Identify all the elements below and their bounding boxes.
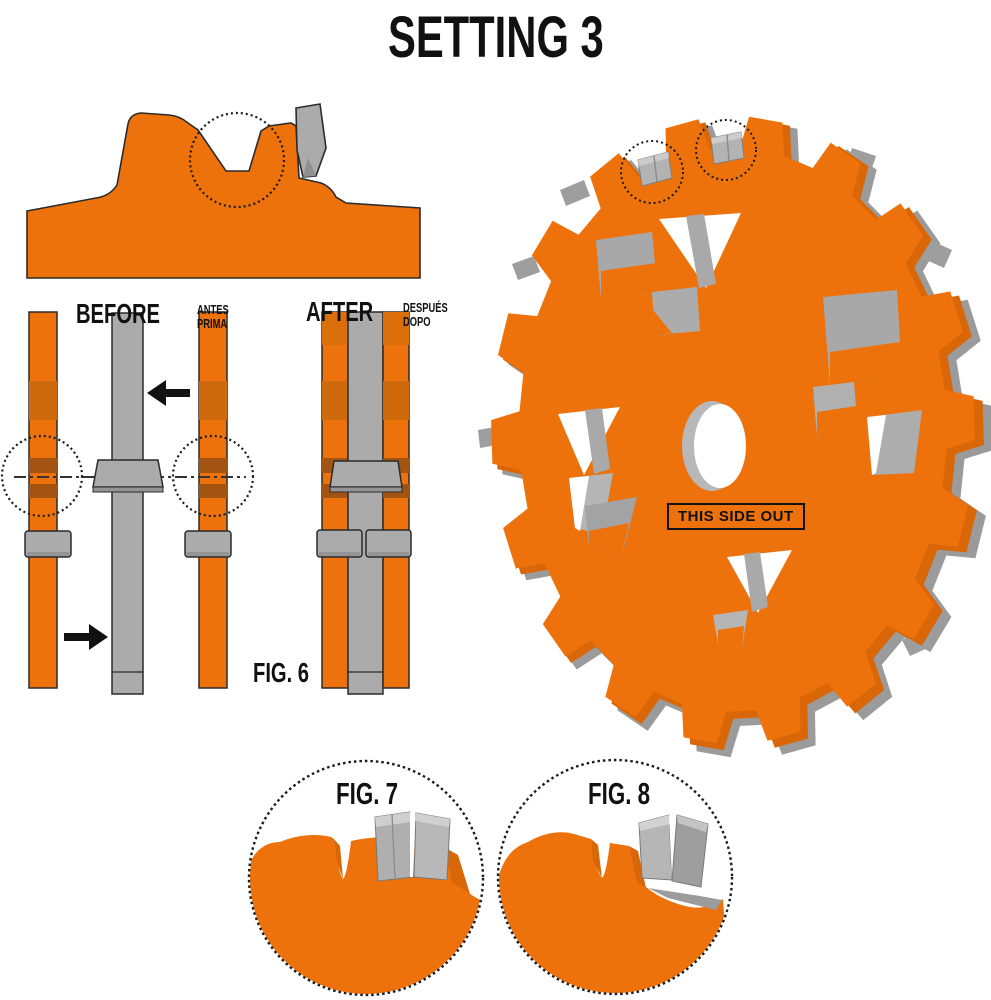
- rim-chipper-tooth-right: [710, 131, 745, 165]
- after-chipper-bar: [347, 311, 384, 695]
- chipper-tooth-facet: [303, 158, 316, 177]
- this-side-out-text: THIS SIDE OUT: [678, 508, 794, 525]
- before-sub-prima: PRIMA: [196, 315, 227, 331]
- fig7-caption: FIG. 7: [336, 776, 399, 811]
- before-label-group: BEFORE ANTES PRIMA: [76, 300, 241, 330]
- fig6-diagram: [0, 311, 412, 695]
- fig7-detail: [247, 759, 485, 997]
- wheel-dotted-circle-left: [620, 140, 684, 204]
- wheel-window: [823, 290, 902, 385]
- highlight-dotted-circle: [188, 111, 286, 209]
- fig7-notch-shadow: [334, 839, 343, 879]
- wheel-window: [867, 410, 922, 475]
- before-right-blade-bar: [198, 311, 228, 689]
- after-hub: [329, 460, 403, 493]
- before-dotted-circle-left: [0, 434, 84, 518]
- before-translations: ANTES PRIMA: [197, 303, 241, 330]
- fig8-notch-shadow: [591, 839, 602, 878]
- wheel-window: [585, 497, 637, 559]
- before-chipper-bar: [111, 312, 144, 695]
- fig8-gray-sliver: [648, 888, 722, 910]
- after-sub-despues: DESPUÉS: [403, 300, 449, 315]
- fig8-detail: [496, 758, 734, 996]
- before-right-shim-block: [184, 530, 232, 558]
- after-translations: DESPUÉS DOPO: [403, 301, 465, 328]
- after-right-blade-bar: [382, 311, 410, 689]
- after-label: AFTER: [306, 296, 374, 327]
- wheel-window: [727, 550, 792, 613]
- fig8-blade-corner: [499, 832, 730, 993]
- after-shim-blocks: [316, 529, 412, 558]
- fig7-dotted-circle: [247, 759, 485, 997]
- before-hub: [92, 459, 164, 493]
- arrow-right-icon: [64, 624, 108, 650]
- fig8-chipper-teeth: [638, 814, 709, 888]
- blade-profile-body: [26, 112, 421, 279]
- after-sub-dopo: DOPO: [403, 313, 431, 329]
- wheel-window: [659, 213, 741, 288]
- fig7-shadow: [444, 847, 470, 894]
- wheel-window: [596, 232, 658, 300]
- before-left-blade-bar: [28, 311, 58, 689]
- tooth-profile-illustration: [26, 103, 421, 279]
- arrow-left-icon: [147, 380, 190, 406]
- fig7-chipper-teeth: [374, 811, 451, 882]
- wheel-window: [713, 610, 748, 648]
- fig8-caption: FIG. 8: [588, 776, 651, 811]
- wheel-window: [558, 407, 620, 475]
- wheel-window: [813, 382, 858, 437]
- before-sub-antes: ANTES: [196, 302, 229, 317]
- after-left-blade-bar: [321, 311, 349, 689]
- page-title-text: SETTING 3: [387, 5, 604, 70]
- dado-stack-wheel: [478, 116, 991, 758]
- wheel-dotted-circle-right: [695, 119, 757, 181]
- arbor-hole: [682, 401, 746, 491]
- wheel-window: [652, 287, 700, 335]
- fig8-dotted-circle: [496, 758, 734, 996]
- wheel-windows: [558, 213, 922, 648]
- this-side-out-label: THIS SIDE OUT: [667, 503, 805, 530]
- before-label: BEFORE: [76, 298, 161, 329]
- before-dotted-circle-right: [171, 434, 255, 518]
- page-title: SETTING 3: [0, 4, 991, 71]
- rim-chipper-tooth-left: [637, 151, 673, 187]
- fig6-caption: FIG. 6: [253, 657, 310, 688]
- after-label-group: AFTER DESPUÉS DOPO: [306, 298, 465, 328]
- before-left-shim-block: [24, 530, 72, 558]
